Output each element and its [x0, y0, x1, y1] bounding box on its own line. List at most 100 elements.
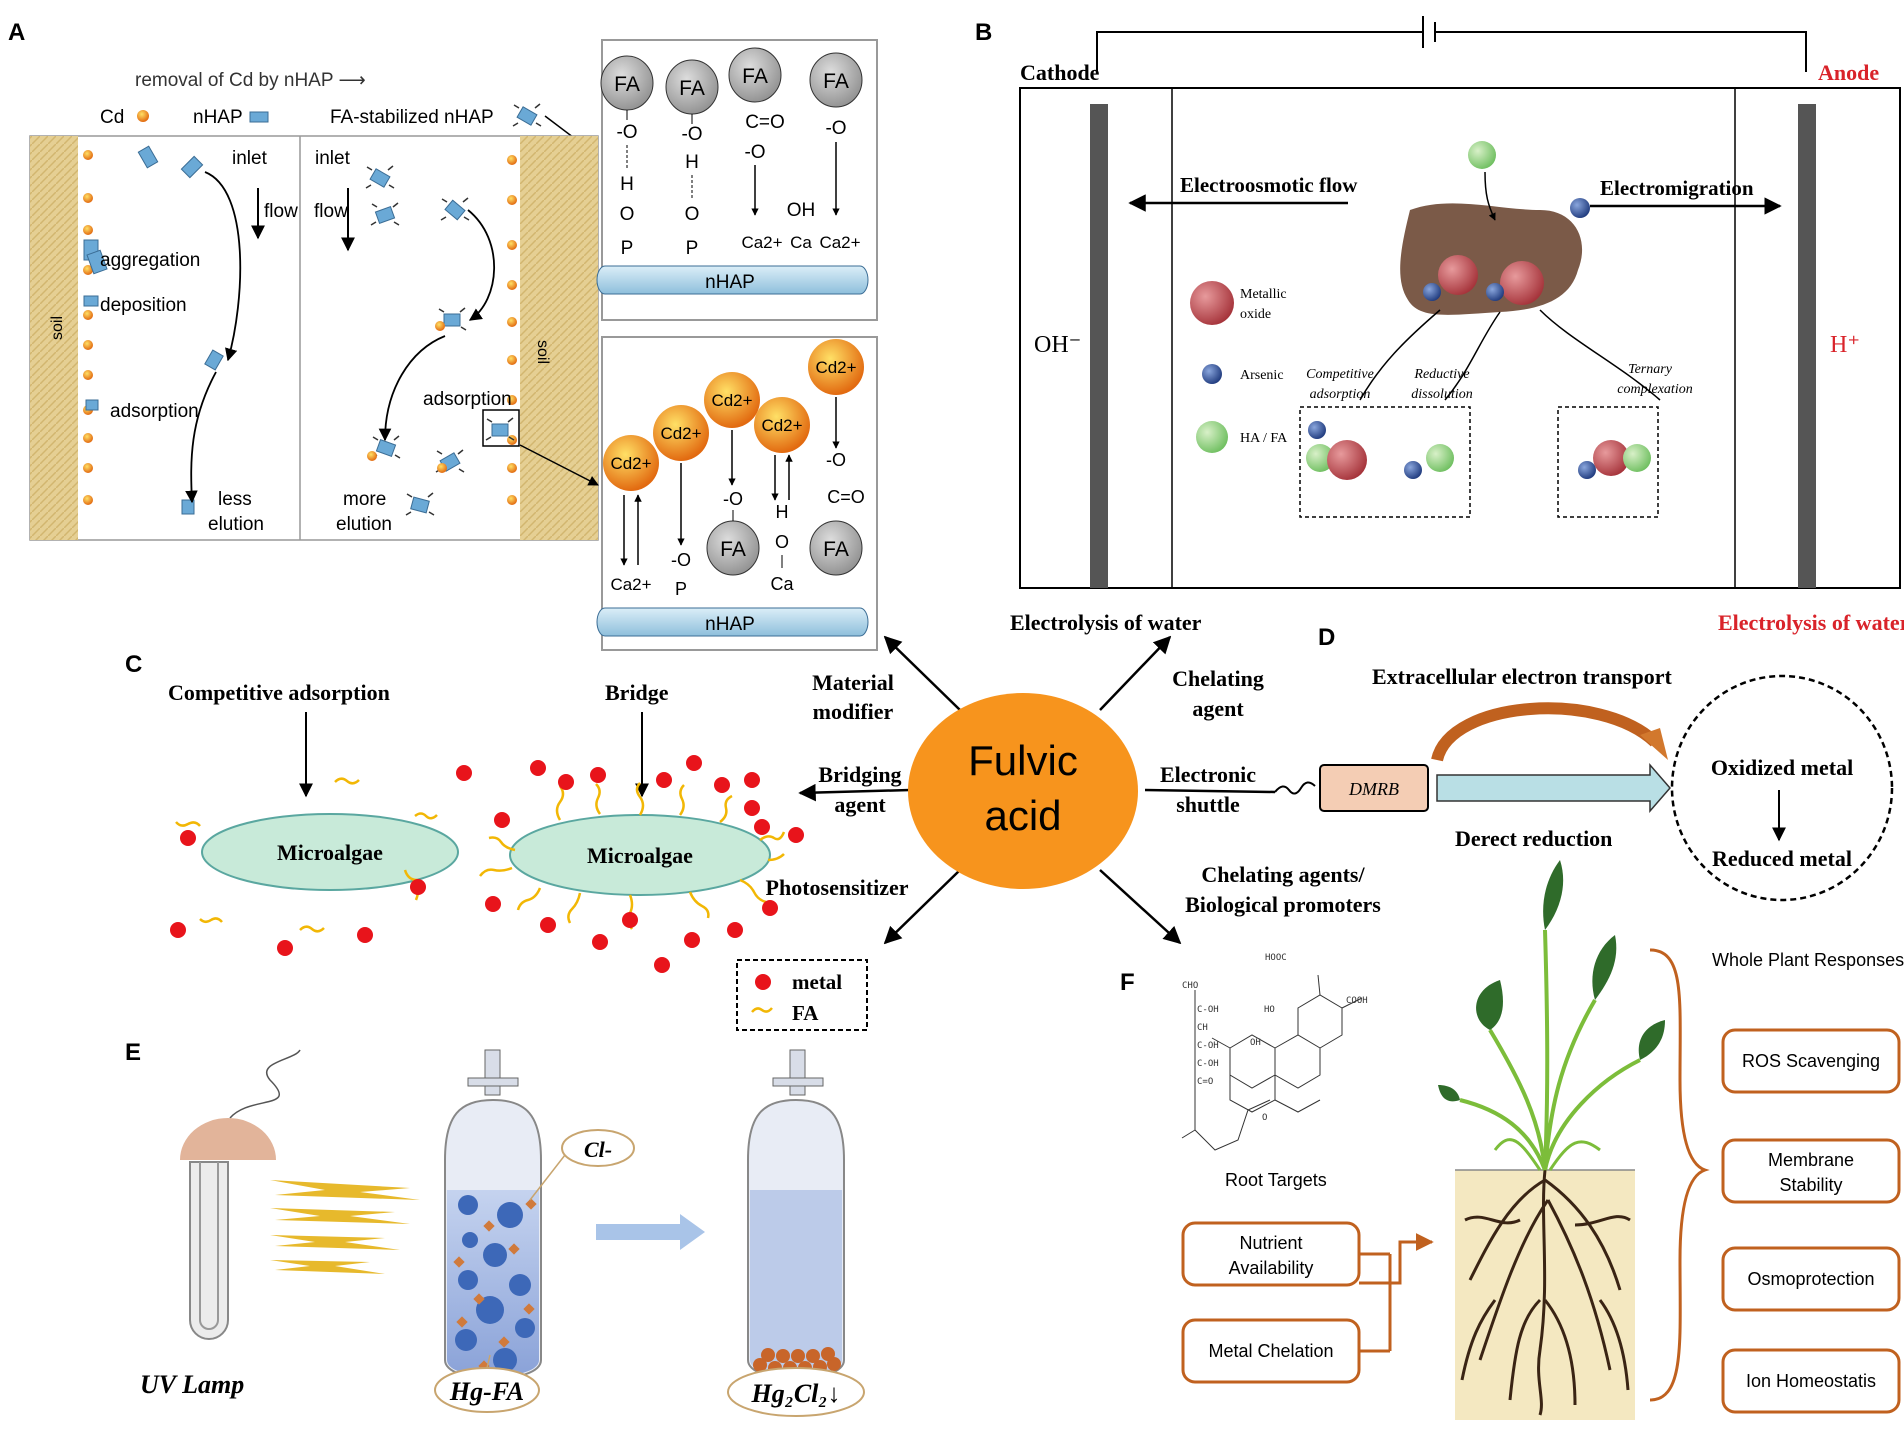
cd-legend-icon — [137, 110, 149, 122]
cd-legend-label: Cd — [100, 107, 124, 128]
bridging-agent-1: Bridging — [818, 762, 901, 787]
panel-c: C Competitive adsorption Bridge Microalg… — [125, 651, 868, 1031]
oh-label: OH⁻ — [1034, 332, 1081, 358]
cd-label-1: Cd2+ — [610, 454, 651, 473]
flow-left: flow — [264, 201, 298, 222]
chelating-bio-2: Biological promoters — [1185, 892, 1381, 917]
metal-dots-right — [485, 755, 804, 973]
svg-text:C-OH: C-OH — [1197, 1059, 1219, 1069]
soil-right-label: soil — [534, 340, 551, 364]
competitive-adsorption-label: Competitive adsorption — [168, 680, 390, 705]
mechanism-box-1 — [1299, 406, 1471, 518]
cl-label: Cl- — [584, 1137, 612, 1162]
metal-circle — [1670, 674, 1894, 902]
fulvic-acid-ellipse — [908, 693, 1138, 889]
bottom-chem-bonds: -O H O Ca -O C=O -O P — [671, 450, 865, 599]
svg-text:Ca: Ca — [770, 574, 794, 594]
eo-flow-label: Electroosmotic flow — [1180, 173, 1358, 197]
svg-text:H: H — [685, 152, 699, 173]
direct-arrow — [1436, 762, 1671, 814]
svg-text:-O: -O — [616, 122, 637, 143]
svg-text:CH: CH — [1197, 1023, 1208, 1033]
svg-text:OH: OH — [1250, 1038, 1261, 1048]
reduced-label: Reduced metal — [1712, 846, 1852, 871]
anode-electrode — [1798, 104, 1816, 588]
hgfa-label: Hg-FA — [449, 1377, 524, 1406]
bridge-label: Bridge — [605, 680, 669, 705]
elution-right-label: elution — [336, 514, 392, 535]
metallic-oxide-label-1: Metallic — [1240, 287, 1287, 302]
soil-left — [30, 136, 78, 540]
panel-b: B Cathode Anode Electroosmotic flow Elec… — [975, 16, 1904, 635]
membrane-label-2: Stability — [1779, 1175, 1842, 1195]
c-legend-box — [736, 959, 868, 1031]
competitive-label-1: Competitive — [1306, 367, 1374, 382]
svg-text:-O: -O — [826, 450, 846, 470]
svg-text:O: O — [685, 204, 700, 225]
circuit — [1096, 16, 1807, 72]
cd-label-4: Cd2+ — [761, 416, 802, 435]
membrane-label-1: Membrane — [1768, 1150, 1854, 1170]
top-fa-label-2: FA — [679, 77, 705, 100]
panel-a: A removal of Cd by nHAP ⟶ Cd nHAP FA-sta… — [8, 19, 878, 651]
nhap-legend-icon — [249, 111, 269, 123]
ion-box — [1721, 1348, 1901, 1414]
bottom-fa-label-1: FA — [720, 538, 746, 561]
material-modifier-2: modifier — [813, 699, 894, 724]
cd-label-2: Cd2+ — [660, 424, 701, 443]
bottom-ca-label: Ca2+ — [610, 575, 651, 594]
svg-text:H: H — [776, 502, 789, 522]
svg-text:-O: -O — [671, 550, 691, 570]
nhap-bar-top-label: nHAP — [705, 272, 755, 293]
svg-text:O: O — [620, 204, 635, 225]
panel-e: E UV Lamp — [125, 1039, 865, 1417]
arsenic-icon — [1202, 364, 1222, 384]
material-modifier-1: Material — [812, 670, 894, 695]
anode-label: Anode — [1818, 60, 1879, 85]
svg-text:H: H — [620, 174, 634, 195]
adsorption-label-right: adsorption — [423, 389, 512, 410]
root-targets-label: Root Targets — [1225, 1170, 1327, 1190]
column-box — [29, 135, 599, 541]
nhap-particles-left — [83, 145, 224, 515]
dmrb-box — [1319, 764, 1429, 812]
panel-f-letter: F — [1120, 969, 1135, 996]
center-hub: Fulvic acid Material modifier Chelating … — [766, 635, 1381, 945]
hgfa-bubbles — [455, 1195, 535, 1372]
inlet-right: inlet — [315, 148, 351, 169]
eet-label: Extracellular electron transport — [1372, 664, 1672, 689]
metal-chelation-label: Metal Chelation — [1208, 1341, 1333, 1361]
svg-text:OH: OH — [787, 200, 816, 221]
fa-nhap-legend-label: FA-stabilized nHAP — [330, 107, 494, 128]
c-legend-fa-label: FA — [792, 1001, 819, 1025]
cl-diamonds-1 — [453, 1198, 537, 1372]
hafa-label: HA / FA — [1240, 431, 1288, 446]
svg-text:P: P — [621, 238, 634, 259]
top-fa-balls — [600, 47, 863, 115]
direct-label: Derect reduction — [1455, 826, 1612, 851]
reaction-arrow — [596, 1214, 705, 1250]
svg-text:HOOC: HOOC — [1265, 953, 1287, 963]
bottom-fa-label-2: FA — [823, 538, 849, 561]
center-line-2: acid — [984, 792, 1061, 839]
chelating-agent-1: Chelating — [1172, 666, 1264, 691]
soil-right — [520, 136, 598, 540]
svg-text:O: O — [1262, 1113, 1267, 1123]
cd-dots-right — [507, 155, 517, 505]
oxidized-label: Oxidized metal — [1711, 755, 1853, 780]
ion-label: Ion Homeostatis — [1746, 1371, 1876, 1391]
ternary-label-1: Ternary — [1628, 362, 1673, 377]
ros-box — [1721, 1028, 1901, 1094]
cd-arrows — [620, 397, 840, 566]
top-fa-label-3: FA — [742, 65, 768, 88]
panel-a-title: removal of Cd by nHAP ⟶ — [135, 70, 366, 91]
molecule-labels: CHO C-OH CH C-OH C-OH C=O HOOC COOH HO O… — [1182, 953, 1368, 1123]
nutrient-label-2: Availability — [1229, 1258, 1314, 1278]
svg-text:O: O — [775, 532, 789, 552]
plant-shoots — [1438, 860, 1665, 1171]
cd-label-5: Cd2+ — [815, 358, 856, 377]
uv-rays — [270, 1180, 420, 1274]
cathode-label: Cathode — [1020, 60, 1100, 85]
chelating-bio-1: Chelating agents/ — [1201, 862, 1365, 887]
microalgae-right-label: Microalgae — [587, 843, 693, 868]
